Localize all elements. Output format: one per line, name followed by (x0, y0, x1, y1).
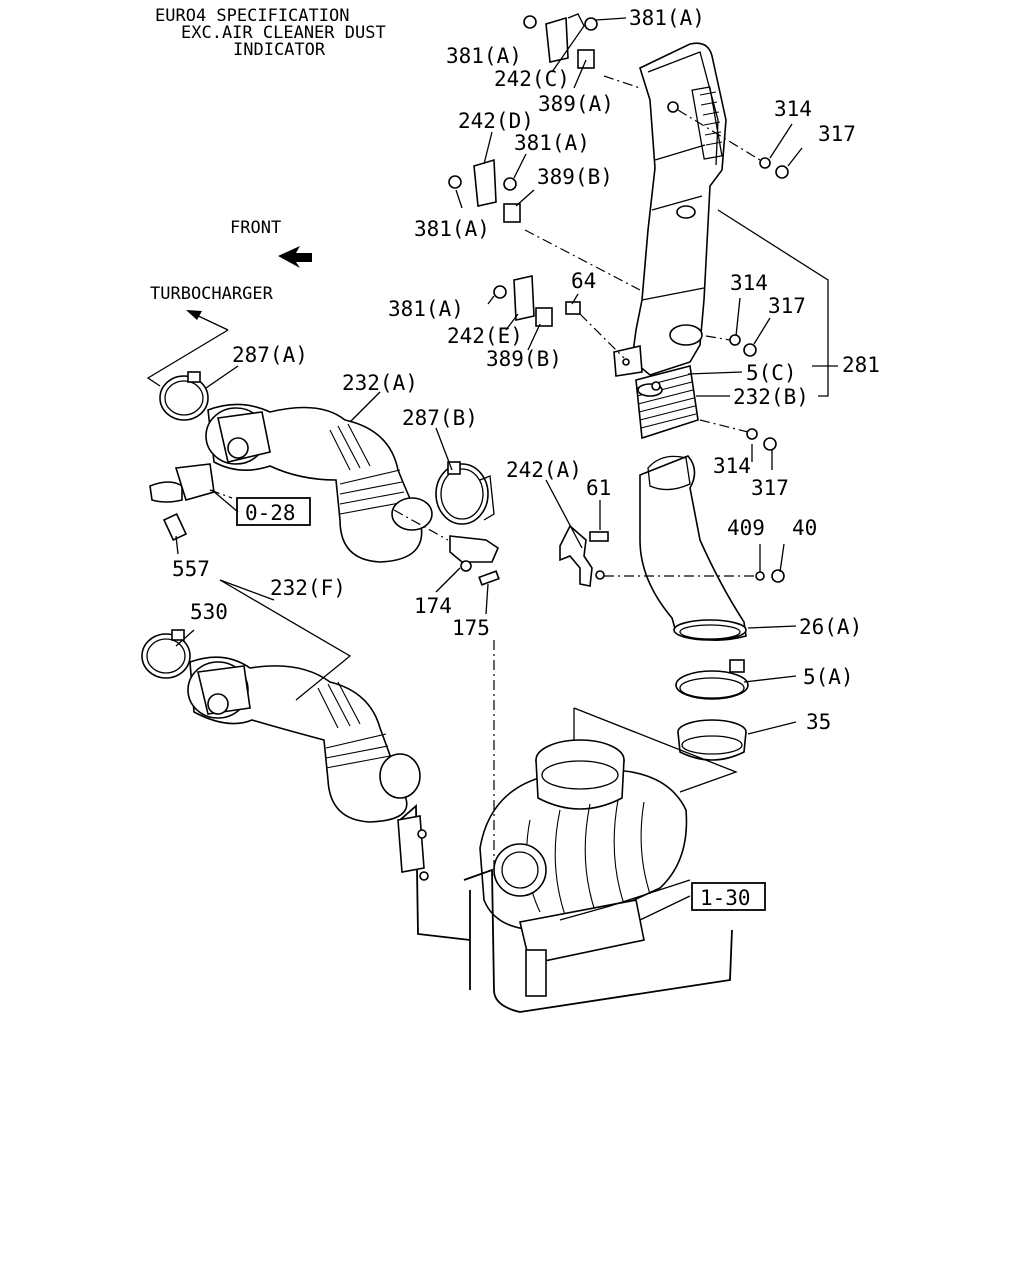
callout-232a: 232(A) (342, 371, 418, 395)
ring-35 (677, 719, 747, 761)
reference-0-28-label: 0-28 (245, 501, 296, 525)
hose-232a (205, 403, 433, 563)
callout-281: 281 (842, 353, 880, 377)
reference-1-30-label: 1-30 (700, 886, 751, 910)
callout-287a: 287(A) (232, 343, 308, 367)
snorkel-duct (613, 42, 727, 377)
callout-317: 317 (751, 476, 789, 500)
callout-381a: 381(A) (414, 217, 490, 241)
callout-40: 40 (792, 516, 817, 540)
leader-lines (175, 13, 838, 921)
callout-389b: 389(B) (537, 165, 613, 189)
callout-557: 557 (172, 557, 210, 581)
callout-232f: 232(F) (270, 576, 346, 600)
callout-26a: 26(A) (799, 615, 862, 639)
clamp-530 (141, 629, 191, 679)
reference-box-1-30[interactable]: 1-30 (691, 882, 766, 911)
reference-box-0-28[interactable]: 0-28 (236, 497, 311, 526)
callout-409: 409 (727, 516, 765, 540)
clamp-5a (675, 659, 749, 700)
duct-26a (639, 455, 747, 641)
callout-5a: 5(A) (803, 665, 854, 689)
bolt-175 (478, 570, 500, 586)
callout-287b: 287(B) (402, 406, 478, 430)
callout-35: 35 (806, 710, 831, 734)
header-line-1: EURO4 SPECIFICATION (155, 6, 349, 26)
callout-317: 317 (768, 294, 806, 318)
callout-175: 175 (452, 616, 490, 640)
callout-389b: 389(B) (486, 347, 562, 371)
callout-61: 61 (586, 476, 611, 500)
sensor-174 (449, 535, 499, 572)
front-arrow-icon (278, 246, 312, 268)
hardware-upper (448, 15, 789, 583)
bracket-242a (559, 524, 609, 587)
header-line-3: INDICATOR (233, 40, 326, 60)
callout-242a: 242(A) (506, 458, 582, 482)
callout-232b: 232(B) (733, 385, 809, 409)
callout-242d: 242(D) (458, 109, 534, 133)
callout-381a: 381(A) (388, 297, 464, 321)
callout-317: 317 (818, 122, 856, 146)
callout-314: 314 (713, 454, 751, 478)
turbocharger-arrow-icon (146, 310, 229, 387)
callout-174: 174 (414, 594, 452, 618)
callout-381a: 381(A) (514, 131, 590, 155)
callout-64: 64 (571, 269, 596, 293)
clamp-287b (435, 461, 489, 525)
callout-5c: 5(C) (746, 361, 797, 385)
callout-389a: 389(A) (538, 92, 614, 116)
turbocharger-label: TURBOCHARGER (150, 284, 274, 304)
fitting-557 (149, 463, 215, 541)
callout-314: 314 (730, 271, 768, 295)
header-line-2: EXC.AIR CLEANER DUST (181, 23, 386, 43)
callout-242e: 242(E) (447, 324, 523, 348)
bellows-232b (635, 365, 699, 440)
alignment-lines (209, 75, 761, 880)
callout-314: 314 (774, 97, 812, 121)
air-cleaner (397, 739, 733, 1013)
front-label: FRONT (230, 218, 281, 238)
hose-232f (187, 656, 421, 823)
callout-381a: 381(A) (629, 6, 705, 30)
clamp-287a (159, 371, 209, 421)
callout-530: 530 (190, 600, 228, 624)
callout-381a: 381(A) (446, 44, 522, 68)
callout-242c: 242(C) (494, 67, 570, 91)
